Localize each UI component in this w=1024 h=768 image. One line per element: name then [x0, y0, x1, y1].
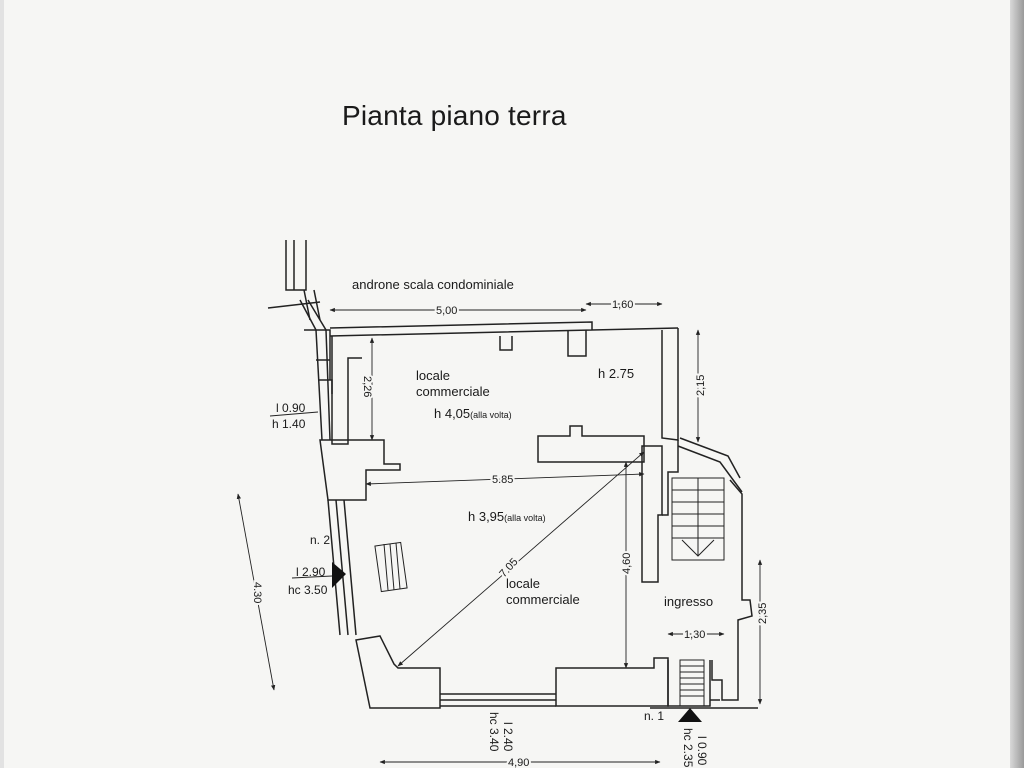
- dim-5-00: 5,00: [436, 305, 457, 317]
- dim-2-35: 2,35: [757, 603, 769, 624]
- room2-name-line2: commerciale: [506, 592, 580, 607]
- entrance-n1-label: n. 1: [644, 709, 664, 723]
- entrance-steps: [679, 659, 705, 707]
- plan-title: Pianta piano terra: [342, 100, 567, 131]
- left-pier: [319, 439, 401, 501]
- bottom-opening-width: l 2.40: [501, 722, 515, 752]
- bottom-opening-height: hc 3.40: [487, 712, 501, 752]
- middle-partition: [537, 425, 645, 463]
- n1-opening-width: l 0.90: [695, 736, 709, 766]
- n2-opening-height: hc 3.50: [288, 583, 328, 597]
- room1-height-note: (alla volta): [470, 410, 512, 420]
- entrance-n2-label: n. 2: [310, 533, 330, 547]
- room2-height-note: (alla volta): [504, 513, 546, 523]
- top-wall: [329, 321, 679, 337]
- dim-2-15: 2,15: [695, 375, 707, 396]
- street-line: [650, 699, 758, 709]
- dimension-lines: [236, 301, 763, 765]
- right-exterior-wall: [711, 479, 753, 701]
- entrance-arrows: [332, 562, 702, 722]
- n1-opening-height: hc 2.35: [681, 728, 695, 768]
- top-niche: [567, 330, 587, 357]
- dim-0-90-line: [269, 411, 319, 417]
- upper-left-projection: [304, 329, 333, 394]
- bottom-window: [440, 693, 556, 707]
- floor-grille: [374, 541, 408, 593]
- right-pier: [641, 445, 663, 583]
- window-height: h 1.40: [272, 417, 306, 431]
- room1-height-2: h 2.75: [598, 366, 634, 381]
- diagonal-strip: [677, 437, 743, 493]
- small-column: [499, 336, 513, 351]
- staircase: [671, 477, 725, 561]
- dim-1-30: 1,30: [684, 629, 705, 641]
- androne-label: androne scala condominiale: [352, 277, 514, 292]
- dim-1-60: 1,60: [612, 299, 633, 311]
- upper-room-outline: [331, 336, 362, 445]
- room1-name-line2: commerciale: [416, 384, 490, 399]
- dim-2-26: 2,26: [361, 376, 373, 397]
- bottom-right-block: [555, 657, 669, 707]
- dim-4-90: 4,90: [508, 757, 529, 768]
- room2-height-value: h 3,95: [468, 509, 504, 524]
- bottom-left-block: [355, 635, 441, 709]
- n2-opening-width: l 2.90: [296, 565, 326, 579]
- top-left-pilaster: [285, 240, 321, 321]
- dim-7-05-line: [397, 451, 645, 667]
- entrance-arrow-n2: [332, 562, 346, 588]
- ingresso-label: ingresso: [664, 594, 713, 609]
- room2-name-line1: locale: [506, 576, 540, 591]
- room1-height-value: h 4,05: [434, 406, 470, 421]
- scan-left-edge: [0, 0, 4, 768]
- room1-name-line1: locale: [416, 368, 450, 383]
- stair-boundary: [662, 440, 679, 516]
- room1-height: h 4,05(alla volta): [434, 406, 512, 421]
- dim-2-90-line: [291, 575, 333, 579]
- top-left-marker: [267, 301, 321, 309]
- window-width: l 0.90: [276, 401, 306, 415]
- dim-4-30-line: [236, 493, 276, 691]
- upper-right-wall: [661, 328, 679, 441]
- room2-height: h 3,95(alla volta): [468, 509, 546, 524]
- dim-4-60: 4,60: [621, 553, 633, 574]
- scan-right-edge: [1010, 0, 1024, 768]
- dim-4-30: 4.30: [251, 582, 263, 603]
- dim-5-85: 5.85: [492, 474, 513, 486]
- entrance-arrow-n1: [678, 708, 702, 722]
